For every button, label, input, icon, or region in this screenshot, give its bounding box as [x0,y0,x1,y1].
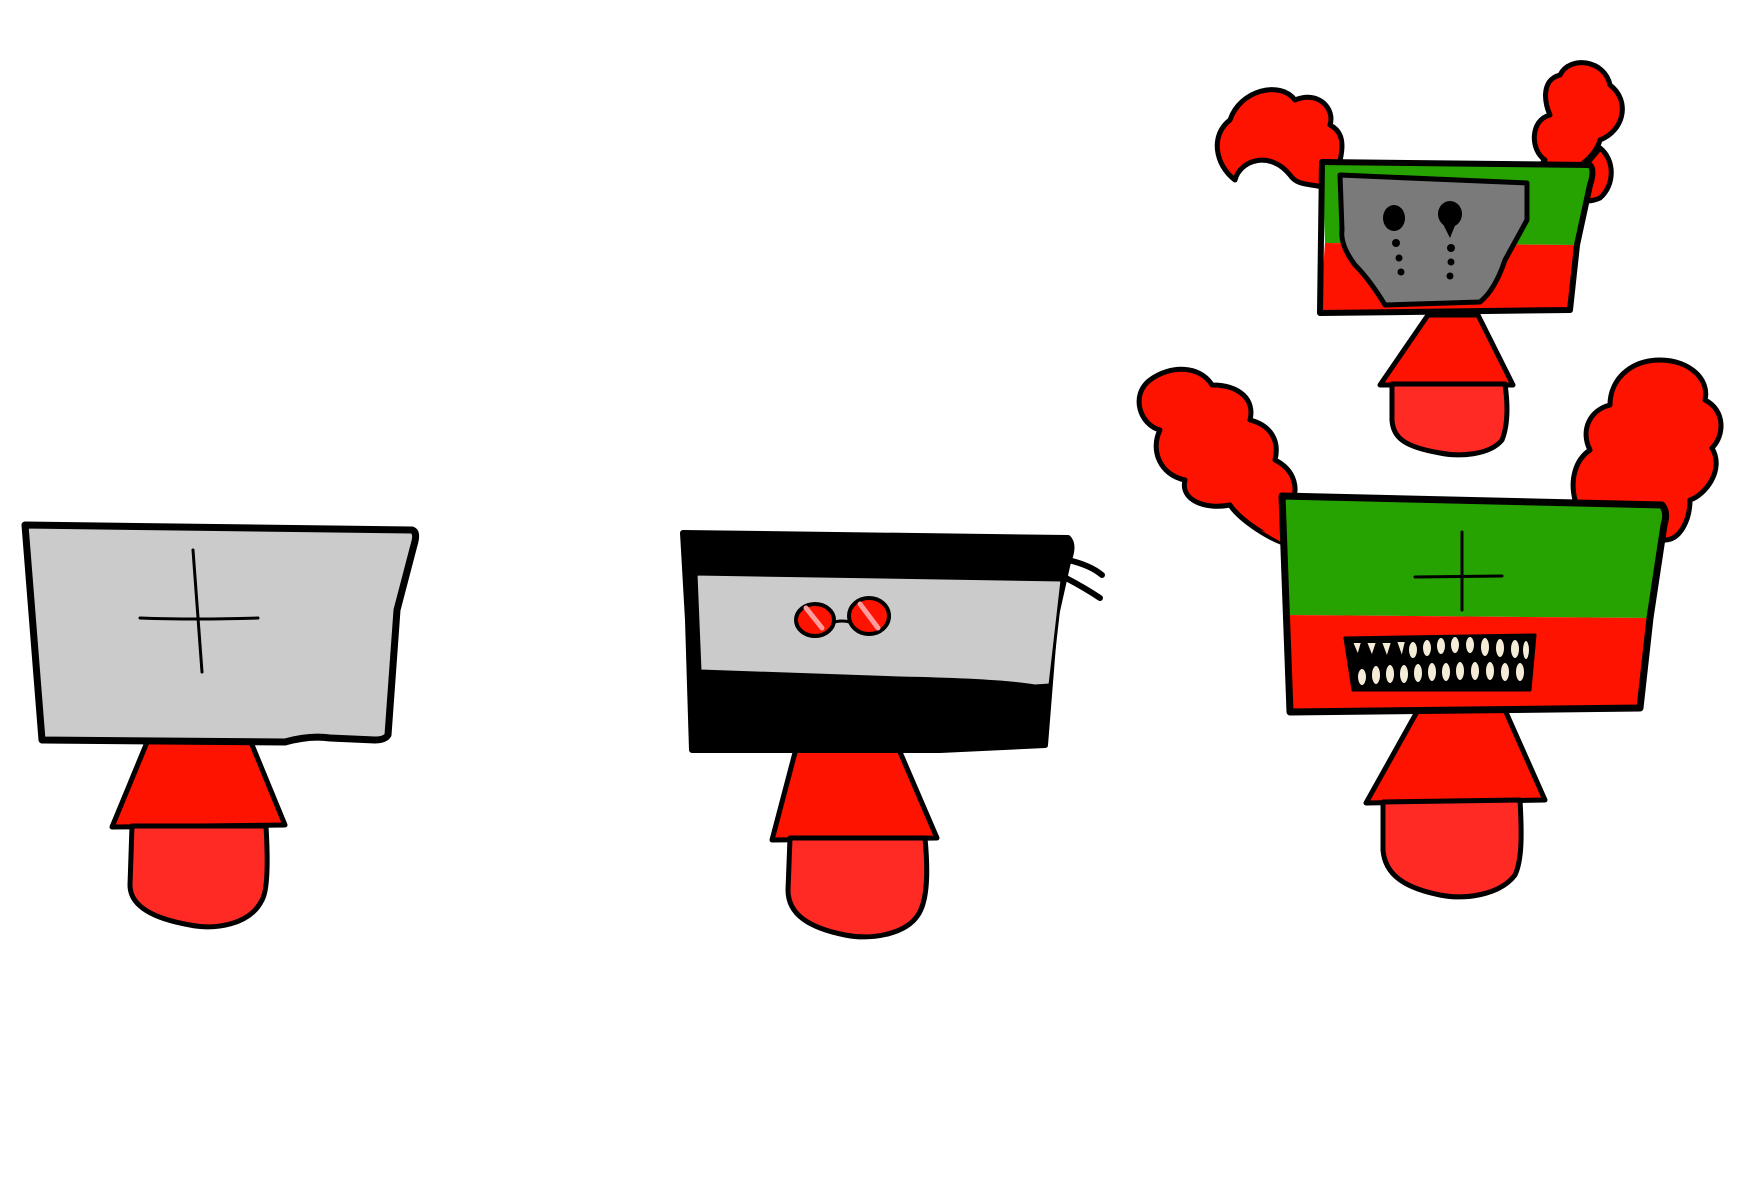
neck-cone [1363,707,1548,806]
neck-cone [769,742,940,843]
mask [1337,172,1530,308]
sunglasses-icon [794,596,891,638]
neck-cone [109,732,288,830]
tv-screen-green [1282,496,1666,618]
teeth-icon [1343,633,1537,692]
character-angry-small [1214,60,1625,458]
tv-screen-outline [1278,492,1670,716]
hair-puff-left [1136,366,1298,548]
neck-cone [1377,312,1516,388]
body-blob [1389,381,1510,458]
character-plain-grey [21,521,420,930]
hair-puff-right [1531,60,1625,193]
character-sunglasses [680,530,1105,940]
body-blob [127,823,270,930]
crying-eyes-icon [1383,201,1462,280]
body-blob [1380,797,1524,900]
hair-puff-right [1570,357,1724,545]
tv-screen [21,521,420,746]
cross-mark-icon [1413,530,1504,612]
body-blob [785,835,930,940]
headband-tail-icon [1063,557,1105,601]
tv-screen-outline [1317,159,1596,316]
character-angry-large [1136,357,1724,900]
cross-mark-icon [138,548,260,674]
